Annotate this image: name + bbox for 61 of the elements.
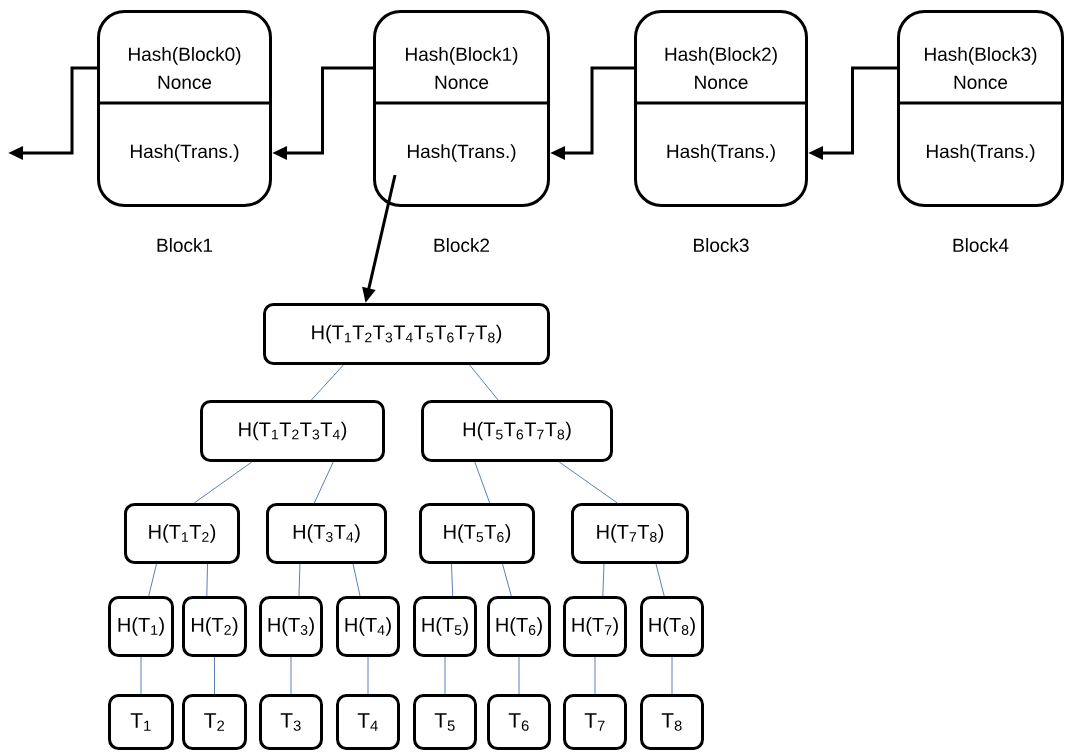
header-text: Hash(Block2) Nonce bbox=[665, 47, 777, 89]
hash-box: H(T$_{5}$T$_{6}$T$_{7}$T$_{8}$) bbox=[421, 400, 613, 462]
connector-line bbox=[469, 364, 499, 401]
connector-line bbox=[444, 656, 446, 695]
block-box bbox=[897, 10, 1064, 207]
block-box bbox=[634, 10, 808, 207]
hash-box: H(T$_{5}$T$_{6}$) bbox=[419, 503, 535, 564]
block-label: Block3 bbox=[694, 238, 749, 252]
transaction-box: T$_{5}$ bbox=[413, 694, 477, 750]
hash-box: H(T$_{7}$) bbox=[563, 596, 627, 657]
header-text: Hash(Block0) Nonce bbox=[129, 47, 241, 89]
connector-line bbox=[594, 656, 596, 695]
connector-line bbox=[214, 656, 215, 695]
transaction-box: T$_{7}$ bbox=[563, 694, 627, 750]
header-text: Hash(Block3) Nonce bbox=[925, 47, 1037, 89]
hash-box: H(T$_{8}$) bbox=[640, 596, 704, 657]
body-text: Hash(Trans.) bbox=[408, 144, 516, 162]
hash-box: H(T$_{2}$) bbox=[182, 596, 247, 657]
transaction-box: T$_{3}$ bbox=[259, 694, 323, 750]
hash-box: H(T$_{1}$) bbox=[108, 596, 174, 657]
connector-line bbox=[352, 563, 361, 597]
connector-line bbox=[518, 656, 520, 695]
connector-line bbox=[367, 656, 369, 695]
hash-box: H(T$_{6}$) bbox=[487, 596, 551, 657]
transaction-box: T$_{2}$ bbox=[182, 694, 247, 750]
block-label: Block2 bbox=[434, 238, 490, 252]
connector-line bbox=[310, 364, 344, 401]
connector-line bbox=[558, 461, 618, 504]
hash-box: H(T$_{3}$T$_{4}$) bbox=[266, 503, 387, 564]
connector-line bbox=[298, 563, 301, 597]
block-label: Block4 bbox=[953, 238, 1009, 252]
transaction-box: T$_{4}$ bbox=[336, 694, 400, 750]
block-box bbox=[373, 10, 550, 207]
block-label: Block1 bbox=[157, 238, 213, 252]
connector-line bbox=[671, 656, 673, 695]
connector-line bbox=[474, 461, 491, 504]
connector-line bbox=[655, 563, 665, 597]
body-text: Hash(Trans.) bbox=[667, 144, 775, 162]
connector-line bbox=[140, 656, 142, 695]
hash-box: H(T$_{1}$T$_{2}$T$_{3}$T$_{4}$) bbox=[200, 400, 385, 462]
connector-line bbox=[313, 461, 334, 504]
header-text: Hash(Block1) Nonce bbox=[406, 47, 518, 89]
hash-box: H(T$_{3}$) bbox=[259, 596, 323, 657]
connector-line bbox=[290, 656, 292, 695]
connector-line bbox=[148, 563, 157, 597]
transaction-box: T$_{8}$ bbox=[640, 694, 704, 750]
connector-line bbox=[193, 461, 253, 504]
transaction-box: T$_{6}$ bbox=[487, 694, 551, 750]
hash-box: H(T$_{5}$) bbox=[413, 596, 477, 657]
transaction-box: T$_{1}$ bbox=[108, 694, 174, 750]
connector-line bbox=[206, 563, 208, 597]
connector-line bbox=[451, 563, 454, 597]
hash-box: H(T$_{1}$T$_{2}$T$_{3}$T$_{4}$T$_{5}$T$_{6}$T$_{7}$T$_{8}$) bbox=[263, 303, 550, 365]
hash-box: H(T$_{1}$T$_{2}$) bbox=[124, 503, 240, 564]
body-text: Hash(Trans.) bbox=[927, 144, 1035, 162]
hash-box: H(T$_{4}$) bbox=[336, 596, 400, 657]
block-box bbox=[97, 10, 272, 207]
connector-line bbox=[502, 563, 512, 597]
hash-box: H(T$_{7}$T$_{8}$) bbox=[571, 503, 689, 564]
body-text: Hash(Trans.) bbox=[131, 144, 239, 162]
connector-line bbox=[602, 563, 605, 597]
